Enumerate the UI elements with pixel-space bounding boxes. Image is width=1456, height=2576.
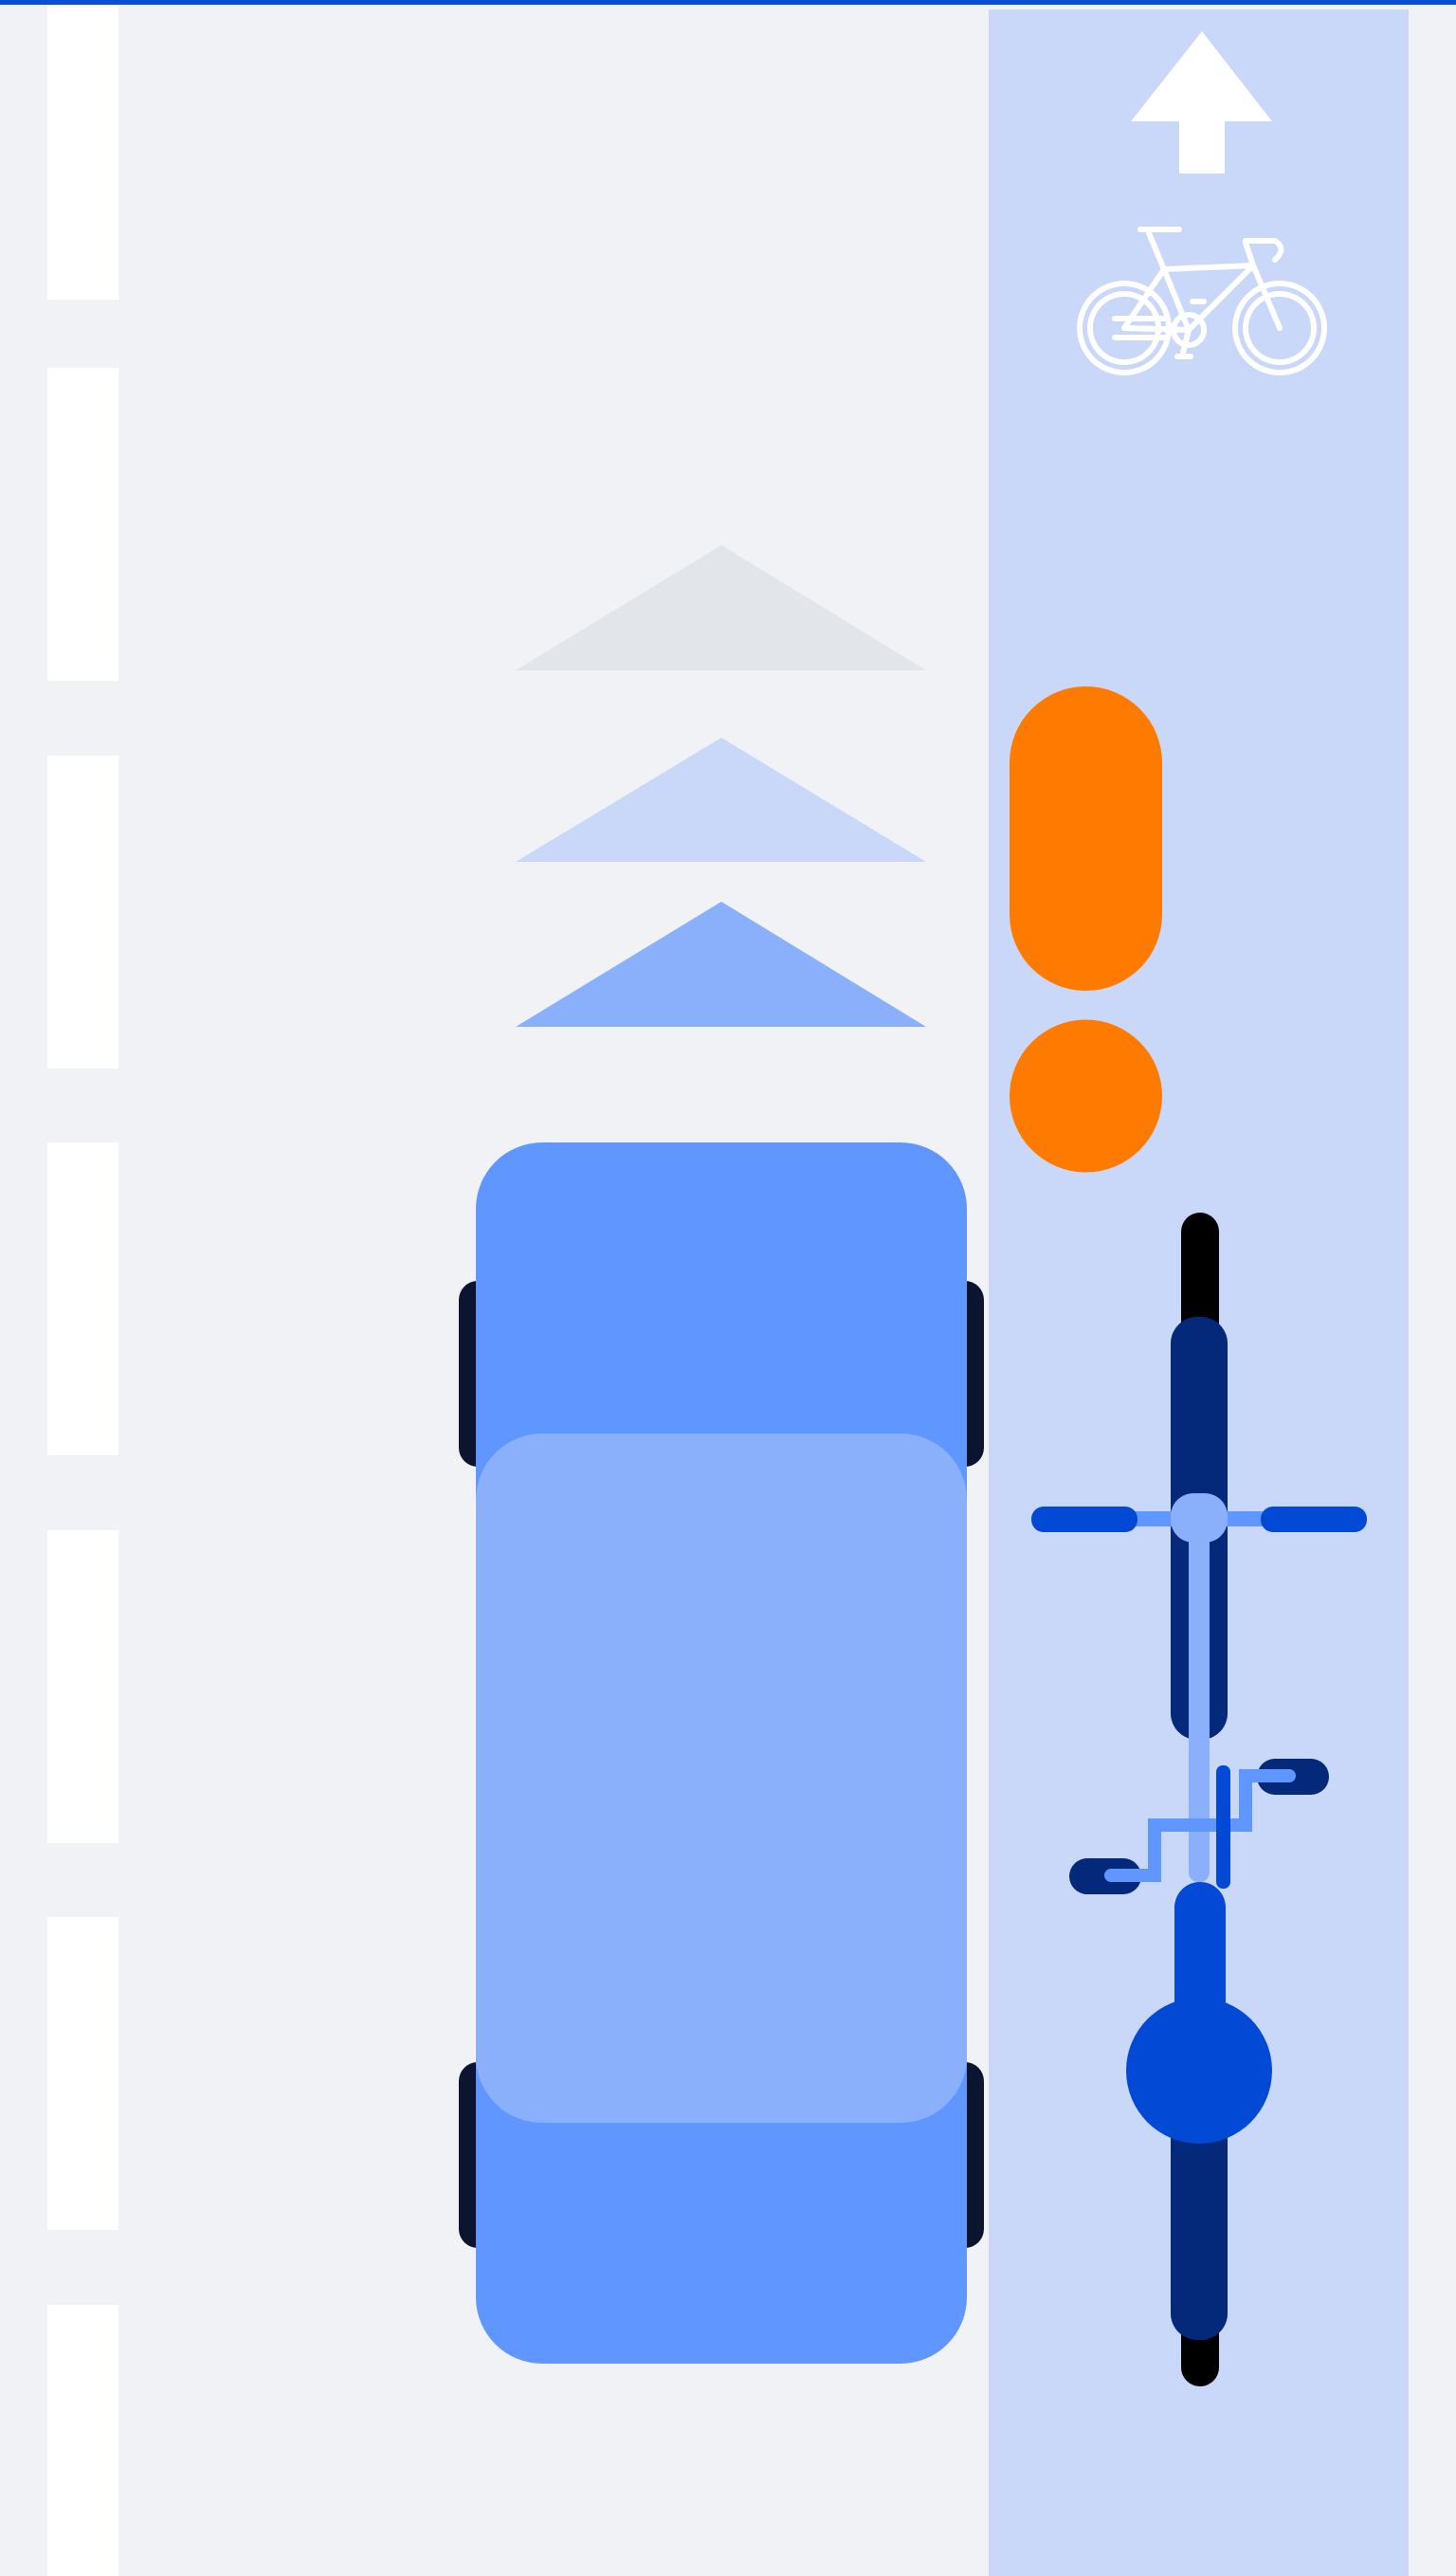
- lane-dash: [47, 368, 118, 681]
- bike-grip-right: [1261, 1507, 1367, 1532]
- bike-chainstay: [1216, 1765, 1230, 1889]
- exclamation-bar: [1010, 686, 1162, 991]
- car-roof: [476, 1434, 967, 2123]
- top-rule: [0, 0, 1456, 5]
- car-icon: [459, 1142, 984, 2364]
- exclamation-warning-icon: [1010, 686, 1162, 1173]
- lane-dash: [47, 756, 118, 1069]
- rider-head: [1126, 1998, 1272, 2144]
- lane-dash: [47, 1917, 118, 2230]
- lane-dash: [47, 1142, 118, 1455]
- exclamation-dot: [1010, 1020, 1162, 1173]
- bike-grip-left: [1031, 1507, 1138, 1532]
- lane-dash: [47, 1530, 118, 1843]
- lane-dash: [47, 5, 118, 300]
- lane-divider-dashes: [47, 5, 118, 2576]
- lane-dash: [47, 2305, 118, 2576]
